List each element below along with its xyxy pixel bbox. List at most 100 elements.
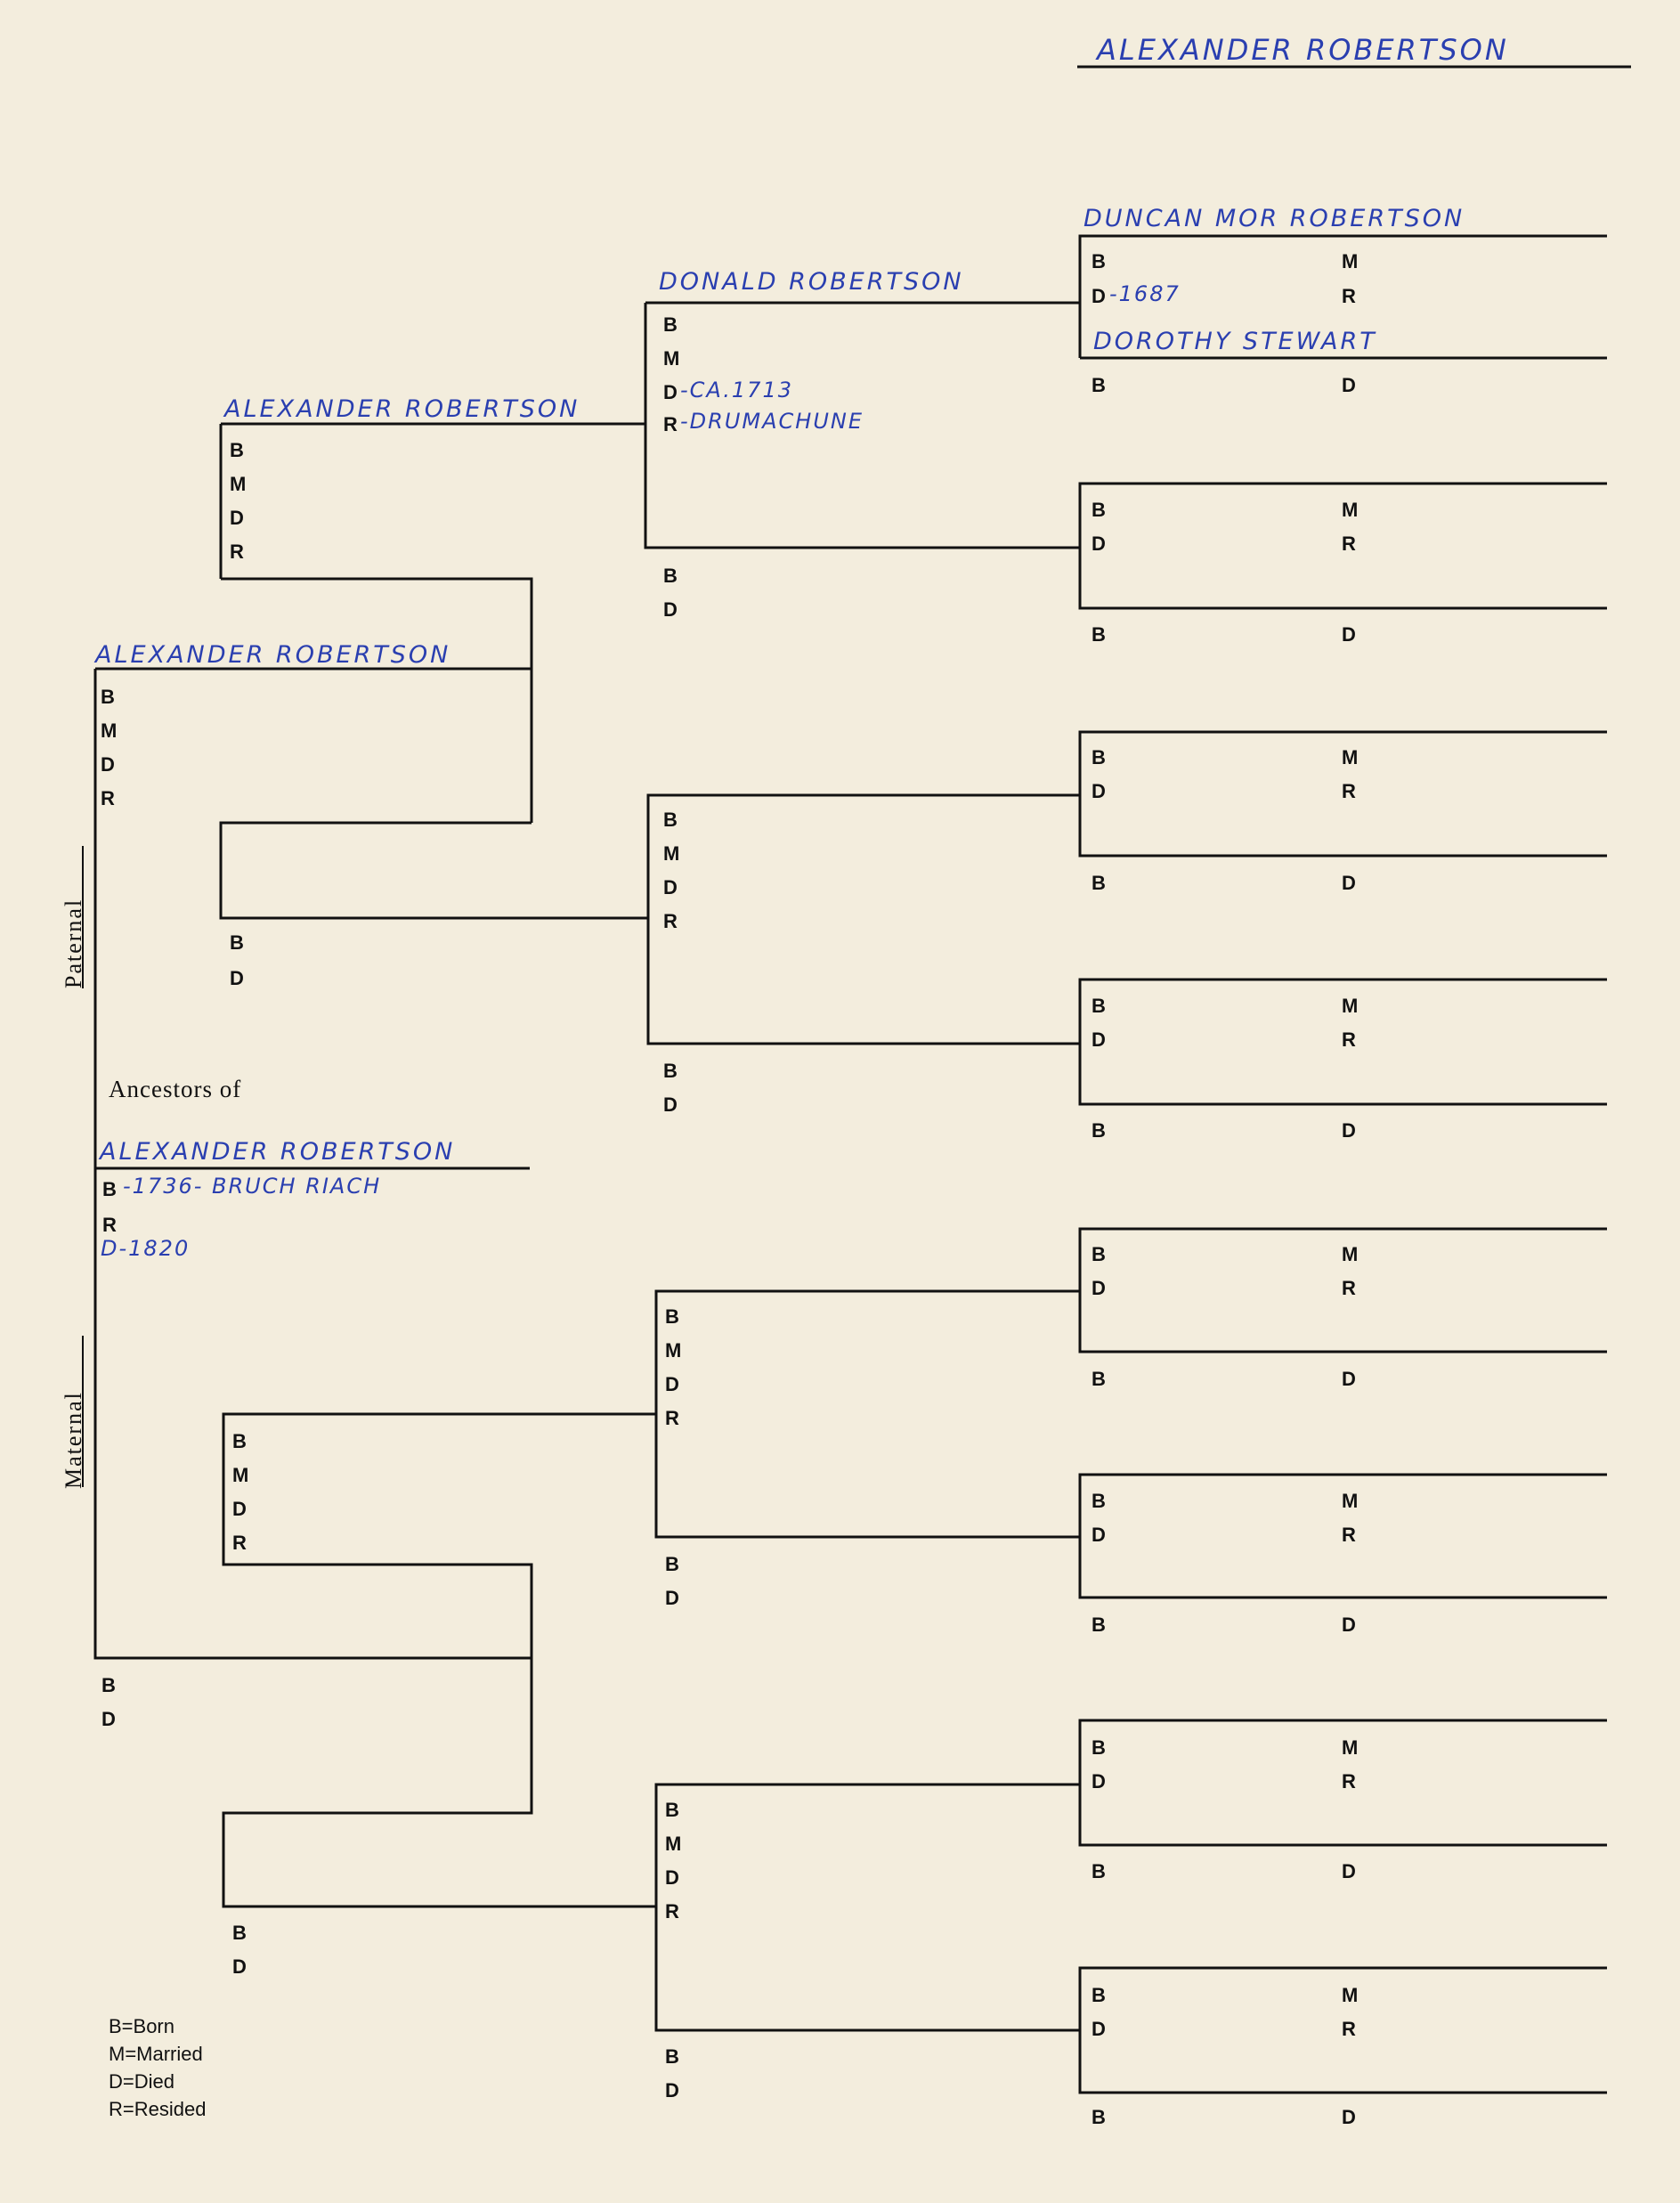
subject-resided-label: R xyxy=(102,1214,117,1236)
ggp2-married-label: M xyxy=(663,842,680,865)
mgg2-died-label: D xyxy=(1092,1524,1106,1546)
paternal-grandfather-name: ALEXANDER ROBERTSON xyxy=(224,395,580,423)
mgm-died-label: D xyxy=(232,1955,247,1978)
mgg2-married-label: M xyxy=(1342,1490,1359,1512)
mgp2w-born-label: B xyxy=(665,2045,679,2068)
mgg1-died-label: D xyxy=(1092,1277,1106,1299)
dorothy-stewart-name: DOROTHY STEWART xyxy=(1093,328,1377,355)
dorothy-died-label: D xyxy=(1342,374,1356,396)
mother-died-label: D xyxy=(232,1498,247,1520)
gg2-died-label: D xyxy=(1092,532,1106,555)
mgp1-born-label: B xyxy=(665,1305,679,1328)
gg2-married-label: M xyxy=(1342,499,1359,521)
mgg1w-died-label: D xyxy=(1342,1368,1356,1390)
duncan-born-label: B xyxy=(1092,250,1106,272)
legend-married: M=Married xyxy=(109,2043,203,2065)
mgp2-born-label: B xyxy=(665,1799,679,1821)
mgp1w-died-label: D xyxy=(665,1587,679,1609)
mgg3-died-label: D xyxy=(1092,1770,1106,1792)
gg2-born-label: B xyxy=(1092,499,1106,521)
mgg2w-died-label: D xyxy=(1342,1614,1356,1636)
mgg1-married-label: M xyxy=(1342,1243,1359,1265)
mother-resided-label: R xyxy=(232,1532,247,1554)
mgp1-resided-label: R xyxy=(665,1407,679,1429)
subject-died-value: D-1820 xyxy=(101,1236,191,1261)
donald-wife-died-label: D xyxy=(663,598,678,621)
mgg3-married-label: M xyxy=(1342,1736,1359,1759)
donald-wife-born-label: B xyxy=(663,565,678,587)
gg2-resided-label: R xyxy=(1342,532,1356,555)
mgg4w-died-label: D xyxy=(1342,2106,1356,2128)
mgg2-born-label: B xyxy=(1092,1490,1106,1512)
mgg2w-born-label: B xyxy=(1092,1614,1106,1636)
duncan-mor-robertson-name: DUNCAN MOR ROBERTSON xyxy=(1083,205,1465,232)
mother-married-label: M xyxy=(232,1464,249,1486)
donald-born-label: B xyxy=(663,313,678,336)
mgp2-resided-label: R xyxy=(665,1900,679,1923)
mgp1w-born-label: B xyxy=(665,1553,679,1575)
mgp1-married-label: M xyxy=(665,1339,682,1362)
legend-resided: R=Resided xyxy=(109,2098,207,2120)
mgg4-married-label: M xyxy=(1342,1984,1359,2006)
mgp2w-died-label: D xyxy=(665,2079,679,2101)
pgf-resided-label: R xyxy=(230,541,244,563)
gg4-born-label: B xyxy=(1092,995,1106,1017)
donald-died-label: D xyxy=(663,381,678,403)
legend: B=Born M=Married D=Died R=Resided xyxy=(109,2012,206,2123)
gg4-resided-label: R xyxy=(1342,1028,1356,1051)
subject-born-value: -1736- BRUCH RIACH xyxy=(123,1174,382,1199)
donald-married-label: M xyxy=(663,347,680,370)
gg2w-died-label: D xyxy=(1342,623,1356,646)
father-married-label: M xyxy=(101,719,118,742)
duncan-died-label: D xyxy=(1092,285,1106,307)
gg3-married-label: M xyxy=(1342,746,1359,768)
ggp2-died-label: D xyxy=(663,876,678,898)
ancestors-of-label: Ancestors of xyxy=(109,1076,242,1102)
mgg4-resided-label: R xyxy=(1342,2018,1356,2040)
mgg1-resided-label: R xyxy=(1342,1277,1356,1299)
subject-name: ALEXANDER ROBERTSON xyxy=(100,1138,456,1166)
mgg4w-born-label: B xyxy=(1092,2106,1106,2128)
pgf-born-label: B xyxy=(230,439,244,461)
father-mother-died-label: D xyxy=(230,967,244,989)
ggp2-born-label: B xyxy=(663,809,678,831)
gg3-died-label: D xyxy=(1092,780,1106,802)
mgg2-resided-label: R xyxy=(1342,1524,1356,1546)
gg4-died-label: D xyxy=(1092,1028,1106,1051)
mgg1-born-label: B xyxy=(1092,1243,1106,1265)
gg3w-born-label: B xyxy=(1092,872,1106,894)
gg4-married-label: M xyxy=(1342,995,1359,1017)
mgg3-resided-label: R xyxy=(1342,1770,1356,1792)
gg4w-died-label: D xyxy=(1342,1119,1356,1142)
gg3w-died-label: D xyxy=(1342,872,1356,894)
ggp2-resided-label: R xyxy=(663,910,678,932)
mgg4-died-label: D xyxy=(1092,2018,1106,2040)
mgg3-born-label: B xyxy=(1092,1736,1106,1759)
gg3-resided-label: R xyxy=(1342,780,1356,802)
father-died-label: D xyxy=(101,753,115,776)
donald-robertson-name: DONALD ROBERTSON xyxy=(659,268,964,296)
gg2w-born-label: B xyxy=(1092,623,1106,646)
mother-spouse-born-label: B xyxy=(101,1674,116,1696)
duncan-resided-label: R xyxy=(1342,285,1356,307)
mgg3w-died-label: D xyxy=(1342,1860,1356,1882)
donald-resided-label: R xyxy=(663,413,678,435)
mgp1-died-label: D xyxy=(665,1373,679,1395)
legend-died: D=Died xyxy=(109,2070,174,2093)
gg3-born-label: B xyxy=(1092,746,1106,768)
father-mother-born-label: B xyxy=(230,931,244,954)
dorothy-born-label: B xyxy=(1092,374,1106,396)
donald-died-value: -CA.1713 xyxy=(680,378,793,402)
pgf-died-label: D xyxy=(230,507,244,529)
mgg4-born-label: B xyxy=(1092,1984,1106,2006)
gg4w-born-label: B xyxy=(1092,1119,1106,1142)
ggp2w-died-label: D xyxy=(663,1093,678,1116)
subject-born-label: B xyxy=(102,1178,117,1200)
donald-resided-value: -DRUMACHUNE xyxy=(680,409,864,434)
duncan-married-label: M xyxy=(1342,250,1359,272)
father-name: ALEXANDER ROBERTSON xyxy=(95,641,451,669)
mother-spouse-died-label: D xyxy=(101,1708,116,1730)
legend-born: B=Born xyxy=(109,2015,174,2037)
mgg1w-born-label: B xyxy=(1092,1368,1106,1390)
